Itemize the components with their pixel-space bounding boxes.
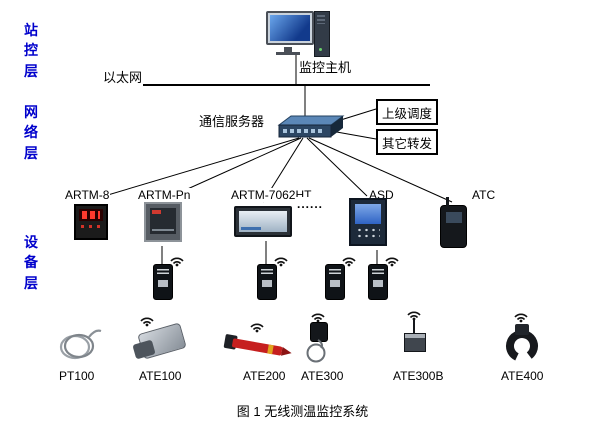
layer-label-station: 站控层: [24, 22, 38, 79]
artmpn-panel-meter-icon: [144, 202, 182, 242]
wifi-icon: [340, 252, 358, 267]
atc-collector-icon: [440, 197, 467, 248]
pt100-coil-icon: [56, 326, 102, 362]
monitor-stand: [284, 47, 292, 52]
device-label-atc: ATC: [471, 188, 497, 202]
wifi-icon: [309, 308, 327, 323]
antenna-icon: [413, 318, 415, 333]
sensor-label-ate300: ATE300: [300, 369, 345, 383]
monitor-icon: [266, 11, 314, 45]
figure-caption: 图 1 无线测温监控系统: [236, 404, 369, 419]
ethernet-label: 以太网: [102, 67, 144, 86]
sensor-label-ate400: ATE400: [500, 369, 545, 383]
wireless-transceiver-icon: [365, 252, 401, 300]
wifi-icon: [383, 252, 401, 267]
upstream-dispatch-box: 上级调度: [376, 99, 438, 125]
sensor-label-ate300b: ATE300B: [392, 369, 445, 383]
ate400-clamp-icon: [496, 308, 548, 364]
asd-device-icon: [349, 198, 387, 246]
ate300-sensor-icon: [296, 308, 340, 364]
wifi-icon: [168, 252, 186, 267]
monitor-base: [276, 52, 300, 55]
device-label-artmpn: ARTM-Pn: [137, 188, 192, 202]
sensor-label-ate200: ATE200: [242, 369, 287, 383]
ate100-sensor-icon: [132, 312, 192, 364]
ate200-probe-icon: [222, 318, 298, 364]
wireless-transceiver-icon: [322, 252, 358, 300]
artm8-panel-meter-icon: [74, 204, 108, 240]
wireless-transceiver-icon: [254, 252, 290, 300]
artm7062ht-hmi-icon: [234, 206, 292, 237]
sensor-label-pt100: PT100: [58, 369, 96, 383]
layer-label-device: 设备层: [24, 234, 38, 291]
comm-server-label: 通信服务器: [198, 111, 266, 130]
device-label-artm8: ARTM-8: [64, 188, 111, 202]
ate300b-sensor-icon: [392, 306, 436, 364]
host-label: 监控主机: [298, 57, 353, 76]
device-label-artm7062ht: ARTM-7062HT: [230, 188, 313, 202]
other-forward-box: 其它转发: [376, 129, 438, 155]
wifi-icon: [272, 252, 290, 267]
layer-label-network: 网络层: [24, 104, 38, 161]
wifi-icon: [512, 308, 530, 323]
sensor-label-ate100: ATE100: [138, 369, 183, 383]
network-switch-icon: [277, 115, 345, 138]
tower-icon: [314, 11, 330, 57]
wifi-icon: [405, 306, 423, 321]
wifi-icon: [248, 318, 266, 333]
ellipsis-more-devices: ......: [296, 197, 325, 211]
wifi-icon: [138, 312, 156, 327]
antenna-icon: [446, 197, 449, 206]
desktop-computer-icon: [266, 11, 330, 57]
wireless-transceiver-icon: [150, 252, 186, 300]
